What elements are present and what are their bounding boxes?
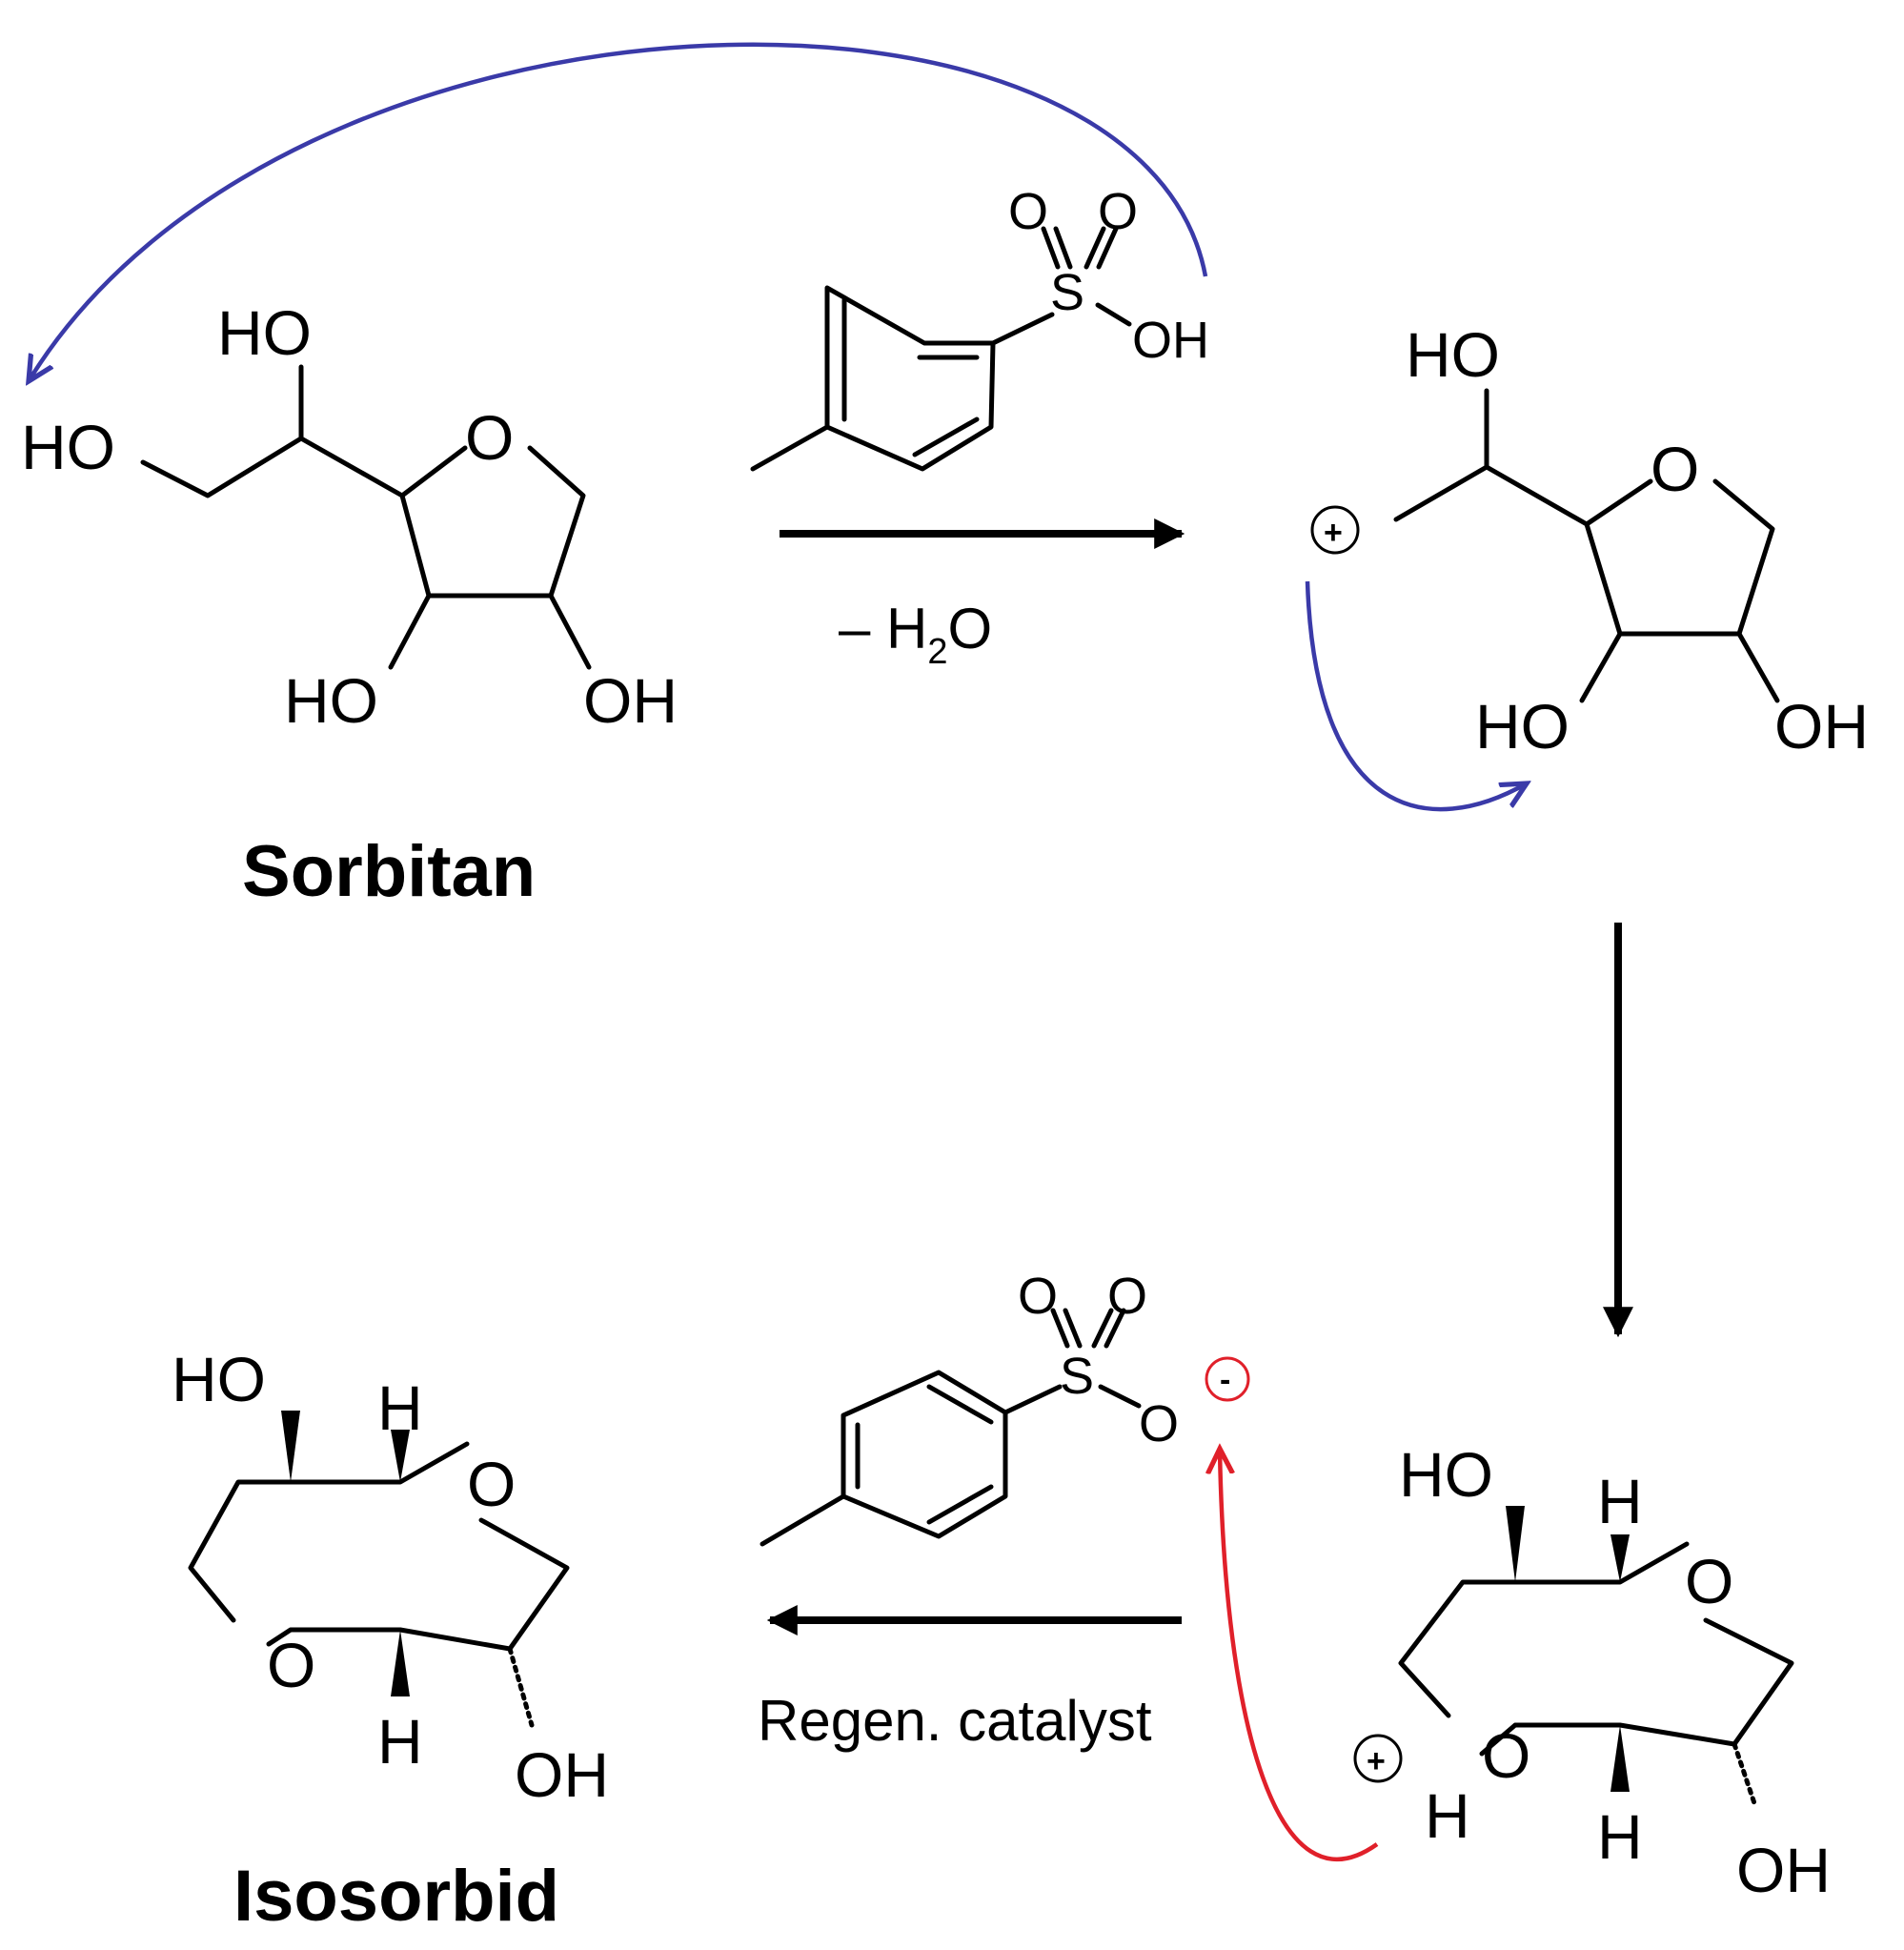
- tso-bottom-oxygen-1: O: [1018, 1268, 1058, 1325]
- tso-charge-circle: [1205, 1356, 1250, 1402]
- isosorbide-oh: OH: [515, 1739, 609, 1810]
- isosorbide-ring-oxygen-left: O: [267, 1630, 315, 1700]
- sorbitan-molecule: HO HO O HO OH: [21, 297, 678, 736]
- isosorbide-ring-oxygen-right: O: [467, 1449, 516, 1519]
- tso-catalyst-bottom: O O S O -: [760, 1268, 1250, 1547]
- tsoh-top-sulfur: S: [1050, 264, 1084, 321]
- tso-charge: -: [1220, 1362, 1230, 1398]
- tsoh-top-oxygen-1: O: [1008, 183, 1048, 240]
- tso-bottom-oxygen-minus: O: [1139, 1395, 1179, 1452]
- isosorbide-wedge-h-bottom: [391, 1630, 410, 1696]
- svg-text:– H2O: – H2O: [839, 597, 992, 672]
- sorbitan-ho-bottom: HO: [284, 665, 378, 736]
- tso-bottom-oxygen-2: O: [1107, 1268, 1147, 1325]
- protonated-isosorbide-molecule: HO H O O H H OH +: [1353, 1439, 1831, 1905]
- isosorbide-h-top: H: [377, 1372, 423, 1443]
- step3-condition: Regen. catalyst: [758, 1689, 1152, 1753]
- tsoh-top-oh: OH: [1132, 312, 1209, 369]
- isosorbide-wedge-ho: [281, 1411, 300, 1482]
- isosorbide-label: Isosorbid: [233, 1856, 559, 1937]
- carbocation-charge-circle: [1310, 505, 1360, 555]
- protonated-wedge-h-bottom: [1610, 1725, 1630, 1792]
- carbocation-charge: +: [1324, 515, 1343, 551]
- carbocation-ho-bottom: HO: [1475, 691, 1570, 762]
- isosorbide-molecule: HO H O O H OH: [172, 1344, 609, 1810]
- protonated-wedge-h-top: [1610, 1534, 1630, 1582]
- electron-push-arrow-red: [1220, 1449, 1379, 1862]
- tso-bottom-sulfur: S: [1060, 1348, 1094, 1405]
- sorbitan-oh-bottom: OH: [583, 665, 678, 736]
- protonated-wedge-ho: [1506, 1506, 1525, 1582]
- isosorbide-ho: HO: [172, 1344, 266, 1414]
- protonated-charge-circle: [1353, 1734, 1403, 1783]
- carbocation-ho-top: HO: [1406, 319, 1500, 390]
- carbocation-molecule: + HO O HO OH: [1310, 319, 1869, 762]
- protonated-ring-oxygen-right: O: [1685, 1546, 1733, 1616]
- step1-condition: – H2O: [839, 597, 992, 672]
- protonated-oh: OH: [1736, 1835, 1831, 1905]
- tsoh-top-oxygen-2: O: [1098, 183, 1138, 240]
- carbocation-oh-bottom: OH: [1774, 691, 1869, 762]
- electron-push-arrow-right: [1305, 580, 1527, 812]
- protonated-h-proton: H: [1425, 1780, 1470, 1851]
- protonated-h-top: H: [1597, 1466, 1643, 1536]
- sorbitan-ho-top: HO: [217, 297, 312, 368]
- carbocation-ring-oxygen: O: [1651, 434, 1699, 504]
- electron-push-arrow-top: [29, 42, 1208, 381]
- tsoh-catalyst-top: O O S OH: [750, 183, 1209, 472]
- sorbitan-ring-oxygen: O: [465, 402, 514, 473]
- sorbitan-label: Sorbitan: [242, 831, 536, 912]
- isosorbide-h-bottom: H: [377, 1706, 423, 1777]
- protonated-h-bottom: H: [1597, 1801, 1643, 1872]
- protonated-charge: +: [1367, 1743, 1386, 1779]
- isosorbide-wedge-h-top: [391, 1430, 410, 1482]
- sorbitan-ho-left: HO: [21, 412, 115, 482]
- protonated-ho: HO: [1399, 1439, 1493, 1510]
- protonated-ring-oxygen-left: O: [1482, 1720, 1530, 1791]
